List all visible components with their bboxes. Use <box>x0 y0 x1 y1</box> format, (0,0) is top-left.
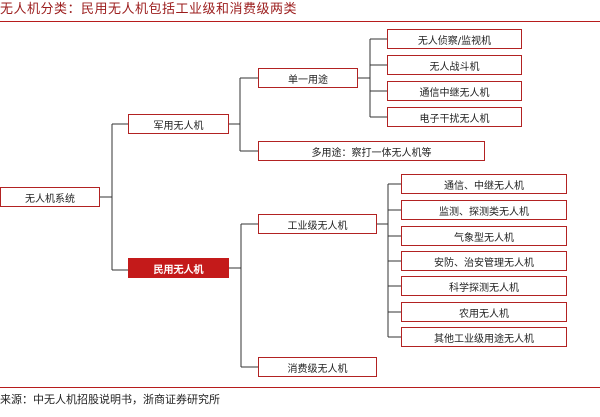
node-civil-uav: 民用无人机 <box>128 258 229 278</box>
connector-root <box>100 123 128 271</box>
node-uav-system: 无人机系统 <box>0 187 100 207</box>
node-jamming-uav: 电子干扰无人机 <box>387 107 522 127</box>
node-multi-use: 多用途：察打一体无人机等 <box>258 141 485 161</box>
node-military-uav: 军用无人机 <box>128 114 229 134</box>
connector-military <box>229 77 258 152</box>
node-recon-uav: 无人侦察/监视机 <box>387 29 522 49</box>
node-consumer-uav: 消费级无人机 <box>258 357 377 377</box>
node-industrial-other: 其他工业级用途无人机 <box>401 327 567 347</box>
node-relay-uav: 通信中继无人机 <box>387 81 522 101</box>
node-single-use: 单一用途 <box>258 68 358 88</box>
source-rule <box>0 387 600 388</box>
node-industrial-security: 安防、治安管理无人机 <box>401 251 567 271</box>
node-industrial-monitor: 监测、探测类无人机 <box>401 200 567 220</box>
connector-single <box>358 38 387 118</box>
source-note: 来源：中无人机招股说明书，浙商证券研究所 <box>0 393 220 406</box>
node-combat-uav: 无人战斗机 <box>387 55 522 75</box>
node-industrial-weather: 气象型无人机 <box>401 226 567 246</box>
node-industrial-science: 科学探测无人机 <box>401 276 567 296</box>
connector-industrial <box>377 183 401 338</box>
node-industrial-uav: 工业级无人机 <box>258 214 377 234</box>
node-industrial-comm: 通信、中继无人机 <box>401 174 567 194</box>
node-industrial-agri: 农用无人机 <box>401 302 567 322</box>
connector-civil <box>229 223 258 368</box>
title-underline <box>0 21 600 22</box>
page-title: 无人机分类：民用无人机包括工业级和消费级两类 <box>0 2 298 17</box>
